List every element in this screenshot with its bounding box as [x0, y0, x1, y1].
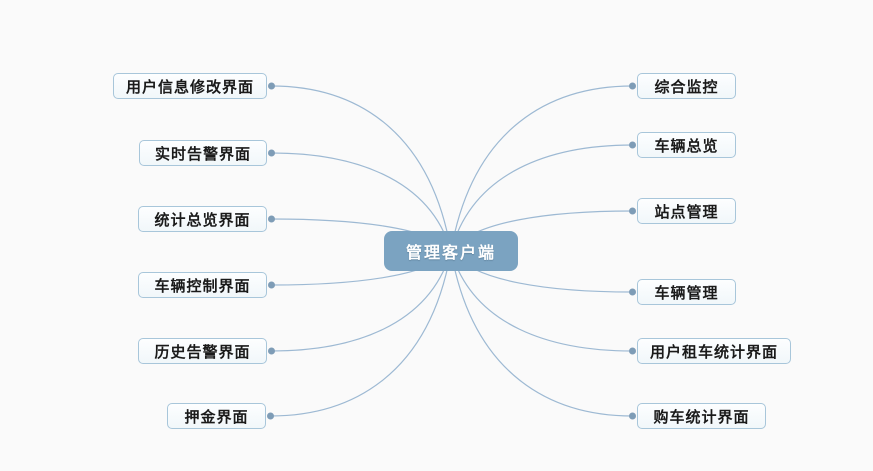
- connector-dot: [268, 82, 275, 90]
- node-history-alarm[interactable]: 历史告警界面: [138, 338, 267, 364]
- connector-dot: [268, 215, 275, 223]
- node-deposit[interactable]: 押金界面: [167, 403, 266, 429]
- node-comprehensive-monitor[interactable]: 综合监控: [637, 73, 736, 99]
- node-user-rental-stats[interactable]: 用户租车统计界面: [637, 338, 791, 364]
- connector-dot: [267, 412, 274, 420]
- connector-dot: [629, 412, 636, 420]
- node-station-management[interactable]: 站点管理: [637, 198, 736, 224]
- node-stats-overview[interactable]: 统计总览界面: [138, 206, 267, 232]
- connector-line: [450, 250, 633, 417]
- connector-line: [271, 250, 452, 352]
- node-user-info-edit[interactable]: 用户信息修改界面: [113, 73, 267, 99]
- connector-dot: [629, 288, 636, 296]
- node-vehicle-overview[interactable]: 车辆总览: [637, 132, 736, 158]
- node-purchase-stats[interactable]: 购车统计界面: [637, 403, 766, 429]
- node-vehicle-control[interactable]: 车辆控制界面: [138, 272, 267, 298]
- connector-line: [450, 250, 633, 352]
- connector-dot: [629, 141, 636, 149]
- node-vehicle-management[interactable]: 车辆管理: [637, 279, 736, 305]
- connector-dot: [268, 347, 275, 355]
- center-node-management-client[interactable]: 管理客户端: [384, 231, 518, 271]
- connector-line: [450, 144, 633, 252]
- connector-line: [270, 250, 452, 417]
- connector-dot: [268, 281, 275, 289]
- connector-dot: [629, 82, 636, 90]
- connector-line: [271, 152, 452, 252]
- connector-line: [271, 85, 452, 252]
- connector-dot: [629, 347, 636, 355]
- connector-dot: [629, 207, 636, 215]
- connector-line: [450, 85, 633, 252]
- connector-dot: [268, 149, 275, 157]
- node-realtime-alarm[interactable]: 实时告警界面: [139, 140, 267, 166]
